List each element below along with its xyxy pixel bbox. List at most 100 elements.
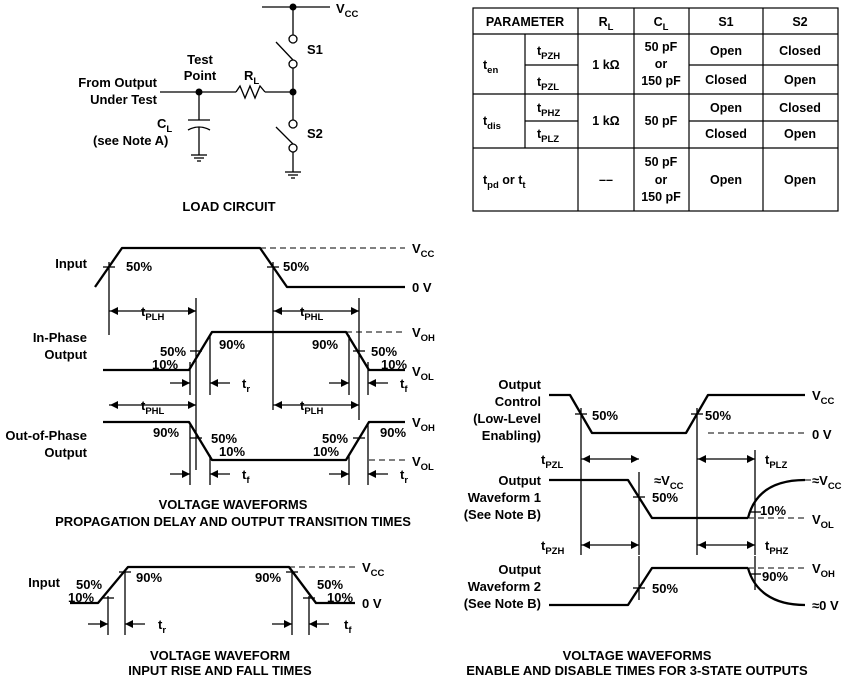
table-cell-tplz-s2: Open (784, 127, 816, 141)
rise-90-label: 90% (136, 570, 162, 585)
cl-label: CL (157, 116, 172, 135)
vcc-label: VCC (336, 1, 359, 20)
prop-in-10-fall-label: 10% (381, 357, 407, 372)
wf2-label-2: Waveform 2 (468, 579, 541, 594)
rise-input-waveform (70, 565, 355, 605)
prop-tphl-label: tPHL (300, 304, 324, 323)
table-cell-ten-rl: 1 kΩ (592, 58, 619, 72)
table-header-s1: S1 (718, 15, 733, 29)
prop-caption-1: VOLTAGE WAVEFORMS (159, 497, 308, 512)
s1-label: S1 (307, 42, 323, 57)
prop-in-50-label: 50% (160, 344, 186, 359)
s2-contact-top (288, 119, 298, 129)
table-header-s2: S2 (792, 15, 807, 29)
table-header-cl: CL (654, 15, 669, 33)
rise-input-label: Input (28, 575, 60, 590)
table-cell-ten: ten (483, 58, 498, 76)
wf1-50-label: 50% (652, 490, 678, 505)
prop-caption-2: PROPAGATION DELAY AND OUTPUT TRANSITION … (55, 514, 411, 529)
table-cell-tpd-rl: –– (599, 173, 613, 187)
table-cell-ten-cl-1: 50 pF (645, 40, 678, 54)
fall-tf-label: tf (344, 617, 352, 636)
wf2-50-label: 50% (652, 581, 678, 596)
prop-input-fall-50-label: 50% (283, 259, 309, 274)
prop-out-phase-label-2: Output (44, 445, 87, 460)
tphz-label: tPHZ (765, 538, 789, 557)
rise-vcc-label: VCC (362, 560, 385, 579)
prop-zero-v-label: 0 V (412, 280, 432, 295)
prop-tf-label-2: tf (242, 467, 250, 486)
rise-caption-1: VOLTAGE WAVEFORM (150, 648, 290, 663)
wf1-label-1: Output (498, 473, 541, 488)
ground-icon (191, 154, 207, 162)
rl-label: RL (244, 68, 259, 87)
rise-tr-label: tr (158, 617, 166, 636)
s1-contact-bottom (288, 59, 298, 69)
table-cell-tdis-rl: 1 kΩ (592, 114, 619, 128)
from-output-label-1: From Output (78, 75, 157, 90)
prop-input-label: Input (55, 256, 87, 271)
table-cell-tpzl-s1: Closed (705, 73, 747, 87)
prop-vcc-label: VCC (412, 241, 435, 260)
prop-out-10-label: 10% (219, 444, 245, 459)
control-zero-v-label: 0 V (812, 427, 832, 442)
prop-voh-label: VOH (412, 325, 435, 344)
ground-icon (285, 171, 301, 179)
control-label-4: Enabling) (482, 428, 541, 443)
wf2-waveform (549, 566, 748, 607)
prop-out-90-rise-label: 90% (380, 425, 406, 440)
wf1-label-3: (See Note B) (464, 507, 541, 522)
prop-in-90-label: 90% (219, 337, 245, 352)
prop-in-phase-waveform (103, 330, 405, 372)
s2-blade (275, 126, 294, 145)
control-waveform (549, 393, 805, 435)
prop-input-rise-50-label: 50% (126, 259, 152, 274)
table-header-parameter: PARAMETER (486, 15, 564, 29)
load-circuit: VCC S1 S2 Test Point From Output Under T… (78, 1, 358, 214)
table-cell-tphz-s1: Open (710, 101, 742, 115)
table-cell-tpd-cl-3: 150 pF (641, 190, 681, 204)
enable-disable-waveforms: Output Control (Low-Level Enabling) VCC … (464, 377, 842, 677)
wf1-vol-label: VOL (812, 512, 834, 531)
wf1-waveform (549, 478, 748, 520)
test-point-label-1: Test (187, 52, 213, 67)
table-cell-tpzh: tPZH (537, 44, 560, 62)
table-cell-tphz: tPHZ (537, 101, 560, 119)
load-circuit-caption: LOAD CIRCUIT (182, 199, 275, 214)
enable-caption-1: VOLTAGE WAVEFORMS (563, 648, 712, 663)
table-border (472, 7, 839, 212)
prop-in-50-fall-label: 50% (371, 344, 397, 359)
s2-label: S2 (307, 126, 323, 141)
prop-out-10-rise-label: 10% (313, 444, 339, 459)
from-output-label-2: Under Test (90, 92, 158, 107)
table-cell-tpzl-s2: Open (784, 73, 816, 87)
fall-90-label: 90% (255, 570, 281, 585)
input-rise-fall-waveform: Input VCC 0 V 50% 10% 90% 90% 50% 10% tr… (28, 560, 384, 677)
prop-in-phase-label-1: In-Phase (33, 330, 87, 345)
table-cell-tpzh-s2: Closed (779, 44, 821, 58)
table-cell-ten-cl-2: or (655, 57, 668, 71)
prop-out-phase-waveform (103, 420, 405, 462)
table-cell-tpd-cl-1: 50 pF (645, 155, 678, 169)
tpzh-label: tPZH (541, 538, 564, 557)
prop-vol-label: VOL (412, 364, 434, 383)
s2-contact-bottom (288, 143, 298, 153)
control-label-3: (Low-Level (473, 411, 541, 426)
table-header-rl: RL (599, 15, 614, 33)
table-cell-tpd-s2: Open (784, 173, 816, 187)
prop-tplh-label-2: tPLH (300, 398, 323, 417)
wf2-voh-label: VOH (812, 561, 835, 580)
table-cell-tpzl: tPZL (537, 75, 559, 93)
test-conditions-table: PARAMETER RL CL S1 S2 ten tPZH tPZL 1 kΩ… (472, 7, 839, 212)
prop-out-phase-label-1: Out-of-Phase (5, 428, 87, 443)
wf1-label-2: Waveform 1 (468, 490, 541, 505)
prop-in-phase-label-2: Output (44, 347, 87, 362)
table-cell-tpd: tpd or tt (483, 173, 526, 191)
rise-zero-v-label: 0 V (362, 596, 382, 611)
wf2-label-1: Output (498, 562, 541, 577)
prop-tr-label-2: tr (400, 467, 408, 486)
wf1-approx-vcc-label: ≈VCC (654, 473, 684, 492)
propagation-delay-waveforms: Input VCC 0 V 50% 50% tPLH tPHL In-Phase… (5, 241, 435, 529)
enable-caption-2: ENABLE AND DISABLE TIMES FOR 3-STATE OUT… (466, 663, 808, 677)
